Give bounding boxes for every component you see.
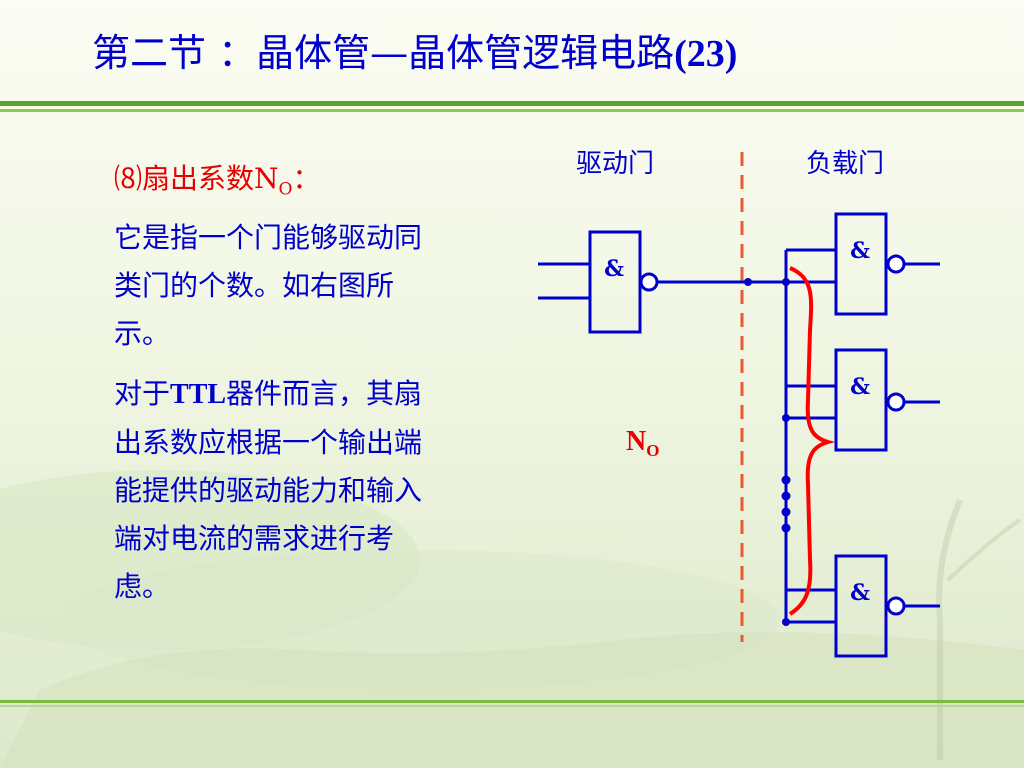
load-gate-2 xyxy=(834,348,888,452)
title-number: (23) xyxy=(674,33,738,75)
load-gate-2-bubble xyxy=(886,392,906,412)
junction-dot-3 xyxy=(782,618,790,626)
heading-subscript: O xyxy=(278,179,293,200)
description-text: ⑻扇出系数NO： 它是指一个门能够驱动同类门的个数。如右图所示。 对于TTL器件… xyxy=(114,155,444,611)
title-divider xyxy=(0,101,1024,112)
load-gate-label: 负载门 xyxy=(806,149,884,179)
slide-title: 第二节 ：晶体管—晶体管逻辑电路(23) xyxy=(92,22,737,77)
heading-text: ⑻扇出系数N xyxy=(114,162,279,195)
load-gate-1-symbol: & xyxy=(850,238,870,264)
driver-gate-symbol: & xyxy=(604,256,624,282)
driver-output-bubble xyxy=(639,272,659,292)
heading-colon: ： xyxy=(292,162,321,195)
ttl-para-rest: 器件而言，其扇出系数应根据一个输出端能提供的驱动能力和输入端对电流的需求进行考虑… xyxy=(114,376,423,603)
ttl-label: TTL xyxy=(170,378,227,410)
junction-dot-driver xyxy=(744,278,752,286)
ellipsis-dot-4 xyxy=(781,523,791,533)
ellipsis-dot-1 xyxy=(781,475,791,485)
ttl-paragraph: 对于TTL器件而言，其扇出系数应根据一个输出端能提供的驱动能力和输入端对电流的需… xyxy=(114,370,444,611)
title-main: 第二节 ：晶体管—晶体管逻辑电路 xyxy=(92,31,675,75)
ttl-para-start: 对于 xyxy=(114,376,171,410)
junction-dot-1 xyxy=(782,278,790,286)
fanout-heading: ⑻扇出系数NO： xyxy=(114,155,444,214)
definition-paragraph: 它是指一个门能够驱动同类门的个数。如右图所示。 xyxy=(114,220,423,350)
ellipsis-dot-2 xyxy=(781,491,791,501)
load-gate-3-symbol: & xyxy=(850,580,870,606)
ellipsis-dot-3 xyxy=(781,507,791,517)
footer-divider xyxy=(0,700,1024,707)
fanout-brace xyxy=(788,266,836,616)
fanout-label: NO xyxy=(626,426,659,460)
fanout-label-main: N xyxy=(626,426,646,457)
load-gate-3 xyxy=(834,554,888,658)
load-gate-2-symbol: & xyxy=(850,374,870,400)
load-gate-1-bubble xyxy=(886,254,906,274)
fanout-label-sub: O xyxy=(646,441,659,460)
driver-gate-label: 驱动门 xyxy=(576,149,654,179)
driver-gate xyxy=(588,230,642,334)
load-gate-1 xyxy=(834,212,888,316)
junction-dot-2 xyxy=(782,414,790,422)
load-gate-3-bubble xyxy=(886,596,906,616)
